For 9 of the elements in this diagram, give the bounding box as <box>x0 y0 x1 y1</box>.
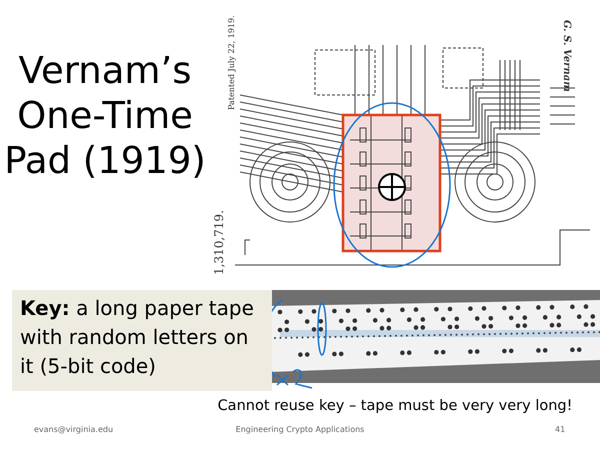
patent-number-text: 1,310,719. <box>212 210 226 275</box>
footer-title: Engineering Crypto Applications <box>236 425 364 434</box>
page-number: 41 <box>555 425 566 434</box>
inventor-name-text: G. S. Vernam <box>561 20 572 92</box>
slide-title: Vernam’s One-Time Pad (1919) <box>3 48 207 183</box>
footer-email: evans@virginia.edu <box>34 425 114 434</box>
note-text: Cannot reuse key – tape must be very very long! <box>218 398 572 414</box>
key-text-panel: Key: a long paper tape with random letters on it (5-bit code) <box>12 290 272 391</box>
patent-date-text: Patented July 22, 1919. <box>227 15 236 110</box>
